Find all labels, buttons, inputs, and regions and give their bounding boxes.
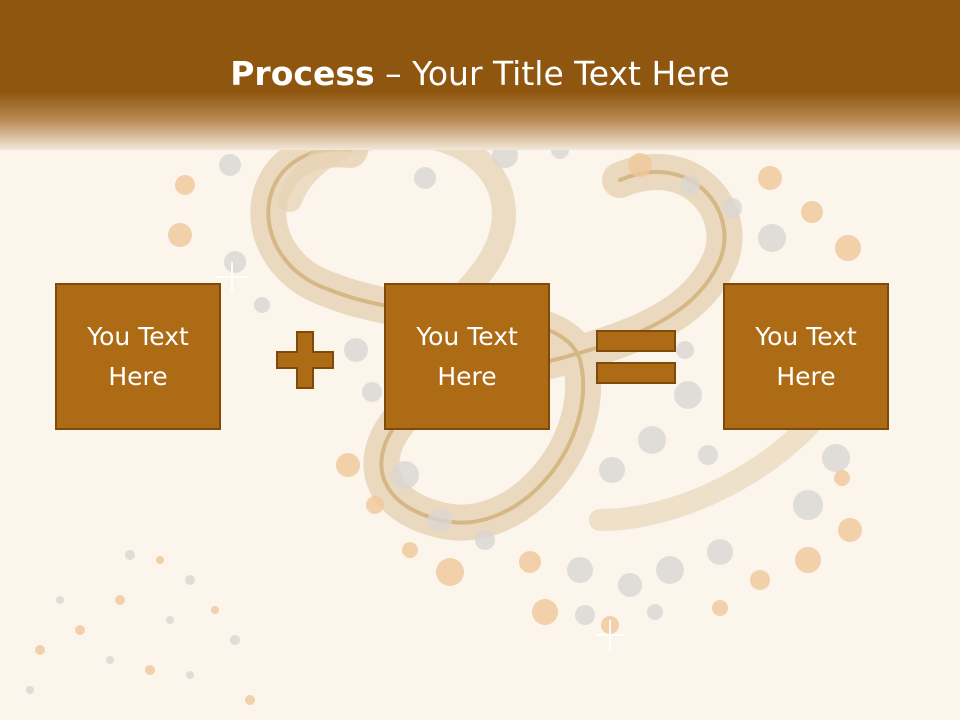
plus-icon — [275, 330, 335, 390]
process-box-2-text: You Text Here — [416, 321, 518, 391]
title-main-text: Process — [230, 54, 375, 93]
process-box-2[interactable]: You Text Here — [384, 283, 550, 430]
slide-title: Process – Your Title Text Here — [0, 52, 960, 96]
gem-decorations — [26, 121, 862, 705]
process-box-3-text: You Text Here — [755, 321, 857, 391]
title-sub-text: Your Title Text Here — [412, 54, 730, 93]
equals-icon — [596, 330, 676, 384]
title-bar: Process – Your Title Text Here — [0, 0, 960, 150]
process-box-3[interactable]: You Text Here — [723, 283, 889, 430]
process-box-1-text: You Text Here — [87, 321, 189, 391]
title-dash: – — [374, 54, 413, 93]
process-box-1[interactable]: You Text Here — [55, 283, 221, 430]
